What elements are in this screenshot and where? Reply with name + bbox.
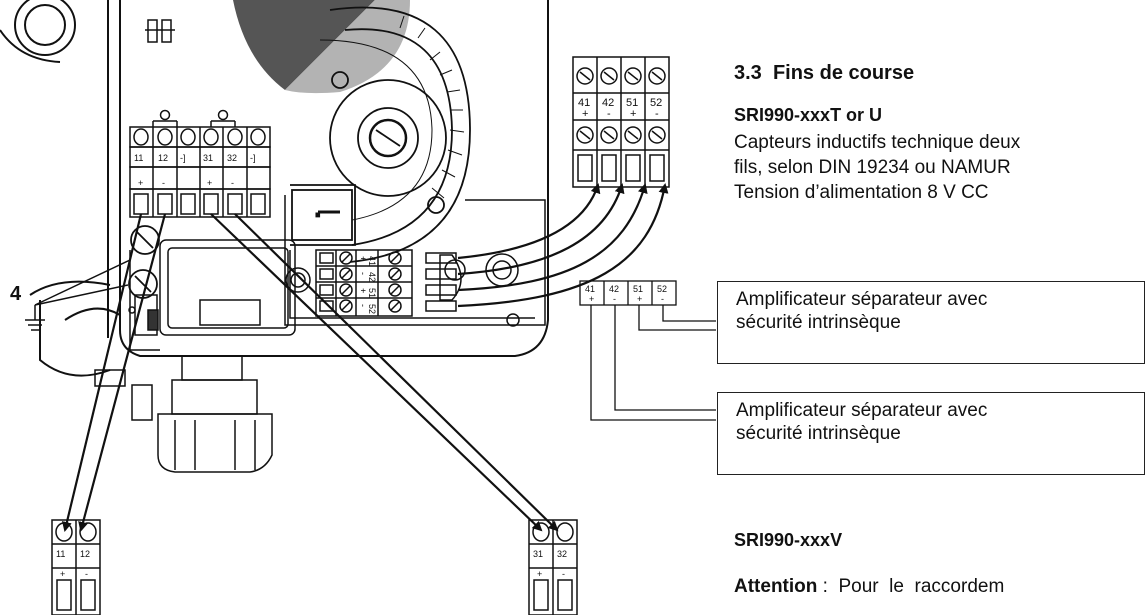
- cable-gland: [94, 355, 273, 473]
- schem-sign-1: +: [589, 294, 594, 304]
- limit-switch-wires: [457, 183, 669, 308]
- schem-term-2: 42: [609, 284, 619, 294]
- ext-sign-1: +: [582, 108, 588, 120]
- bl-sign-1: +: [60, 569, 65, 579]
- br-sign-2: -: [562, 569, 565, 579]
- internal-term-1: 41: [367, 256, 377, 266]
- sensor-desc-line-1: Capteurs inductifs technique deux: [734, 132, 1021, 153]
- amplifier-box-2: Amplificateur séparateur avec sécurité i…: [717, 392, 1145, 475]
- bottom-left-terminal: [51, 519, 101, 615]
- main-term-3: -]: [180, 153, 186, 163]
- amplifier-box-1-line-1: Amplificateur séparateur avec: [736, 289, 988, 310]
- ext-sign-2: -: [607, 108, 611, 120]
- internal-sign-4: -: [358, 304, 368, 307]
- bl-term-2: 12: [80, 549, 90, 559]
- ext-sign-3: +: [630, 108, 636, 120]
- main-terminal-block: [129, 109, 271, 218]
- position-indicator: [233, 0, 410, 94]
- bl-term-1: 11: [56, 549, 65, 559]
- sensor-desc-line-2: fils, selon DIN 19234 ou NAMUR: [734, 157, 1011, 178]
- schem-sign-3: +: [637, 294, 642, 304]
- amplifier-box-2-line-2: sécurité intrinsèque: [736, 423, 901, 444]
- main-sign-3: +: [207, 178, 212, 188]
- section-title: Fins de course: [772, 62, 915, 84]
- ground-symbol: [25, 259, 131, 331]
- amplifier-box-1: Amplificateur séparateur avec sécurité i…: [717, 281, 1145, 364]
- schematic-terminal-strip: [579, 280, 677, 306]
- schem-sign-2: -: [613, 294, 616, 304]
- br-term-2: 32: [557, 549, 567, 559]
- br-sign-1: +: [537, 569, 542, 579]
- model-v-heading: SRI990-xxxV: [734, 530, 843, 550]
- schem-term-4: 52: [657, 284, 667, 294]
- svg-text:·: ·: [315, 205, 322, 227]
- attention-note: Attention : Pour le raccordem: [734, 575, 1004, 598]
- main-term-5: 32: [227, 153, 237, 163]
- schem-sign-4: -: [661, 294, 664, 304]
- internal-sign-3: +: [358, 288, 368, 293]
- ext-term-2: 42: [602, 97, 614, 109]
- gear-assembly: ·: [290, 6, 471, 263]
- top-component: [145, 19, 175, 43]
- model-tu-heading: SRI990-xxxT or U: [734, 105, 883, 125]
- internal-term-4: 52: [367, 304, 377, 314]
- main-term-2: 12: [158, 153, 168, 163]
- main-sign-1: +: [138, 178, 143, 188]
- bottom-right-terminal: [528, 519, 578, 615]
- attention-label: Attention: [734, 576, 818, 597]
- internal-term-2: 42: [367, 272, 377, 282]
- schem-term-1: 41: [585, 284, 595, 294]
- external-terminal-block: [572, 56, 670, 188]
- br-term-1: 31: [533, 549, 543, 559]
- attention-text: : Pour le raccordem: [817, 576, 1005, 597]
- ext-term-1: 41: [578, 97, 590, 109]
- main-term-4: 31: [203, 153, 213, 163]
- ext-term-4: 52: [650, 97, 662, 109]
- section-number: 3.3: [734, 62, 762, 84]
- amplifier-wiring: [590, 305, 716, 421]
- main-term-6: -]: [250, 153, 256, 163]
- main-sign-2: -: [162, 178, 165, 188]
- ext-term-3: 51: [626, 97, 638, 109]
- amplifier-box-2-line-1: Amplificateur séparateur avec: [736, 400, 988, 421]
- schem-term-3: 51: [633, 284, 643, 294]
- gear-teeth: [399, 15, 465, 199]
- feedback-wires: [62, 213, 559, 532]
- ground-label: 4: [10, 283, 22, 305]
- ext-sign-4: -: [655, 108, 659, 120]
- internal-term-3: 51: [367, 288, 377, 298]
- main-sign-4: -: [231, 178, 234, 188]
- ground-screws: [128, 225, 160, 299]
- indicator-light-sector: [285, 0, 410, 94]
- bl-sign-2: -: [85, 569, 88, 579]
- internal-sign-2: -: [358, 272, 368, 275]
- main-term-1: 11: [134, 153, 143, 163]
- amplifier-box-1-line-2: sécurité intrinsèque: [736, 312, 901, 333]
- indicator-dark-sector: [233, 0, 375, 90]
- internal-terminal-block: [315, 249, 457, 317]
- device-housing: [0, 0, 549, 377]
- sensor-desc-line-3: Tension d’alimentation 8 V CC: [734, 182, 989, 203]
- internal-sign-1: +: [358, 256, 368, 261]
- section-heading: 3.3 Fins de course: [734, 62, 914, 85]
